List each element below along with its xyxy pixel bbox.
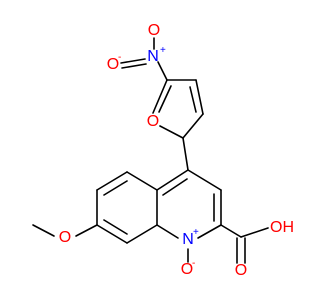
bond-c7-c8-inner [103,219,128,235]
bond-c7-o-methoxy [75,224,98,237]
oxygen-nitro-left: O [107,56,119,73]
bond-c8-c8a [126,224,158,244]
bond-c4-c3 [187,169,222,191]
bond-c2-ccooh [220,224,242,238]
molecule-structure: O N + O - O O N + O - OH O [0,0,300,300]
bond-furan-c4-c3 [195,79,204,115]
bond-c4a-c4-inner [162,178,188,196]
nitrogen-nitro-charge: + [160,45,166,56]
bond-c4a-c4 [156,169,189,191]
bond-n-c5furan [157,61,168,81]
bond-furan-quinoline [182,137,189,171]
hydroxyl-carboxyl: OH [270,219,294,236]
bond-c5-c6-inner [103,180,128,196]
bond-o-methyl [32,224,55,237]
bond-furan-o-c5 [152,79,168,114]
oxygen-carboxyl-double: O [235,262,247,279]
oxygen-n-oxide: O [181,261,193,278]
nitrogen-quinoline: N [182,231,194,248]
oxygen-nitro-left-charge: - [118,52,121,63]
bond-furan-c3-c2 [182,113,204,139]
oxygen-methoxy: O [59,229,71,246]
bond-furan-c2-o [159,125,184,139]
oxygen-nitro-top: O [148,22,160,39]
nitrogen-nitro: N [147,48,159,65]
oxygen-furan: O [147,113,159,130]
bond-c7-c8 [96,224,128,244]
atom-labels: O N + O - O O N + O - OH O [59,22,294,279]
oxygen-n-oxide-charge: - [192,258,195,269]
bond-c-oh [240,227,269,238]
molecule-canvas: O N + O - O O N + O - OH O [0,0,300,300]
bond-n1-c8a [156,224,179,239]
bond-c4a-c5 [126,171,158,191]
bonds [32,37,269,264]
bond-c5-c6 [96,171,128,191]
bond-c2-n1 [197,224,222,239]
background [0,0,300,300]
bond-n-o-left-2 [121,63,147,69]
bond-furan-c4-c3-inner [189,86,197,113]
nitrogen-quinoline-charge: + [193,227,199,238]
bond-furan-o-c5-inner [158,85,172,113]
bond-n-o-left-1 [120,58,146,64]
